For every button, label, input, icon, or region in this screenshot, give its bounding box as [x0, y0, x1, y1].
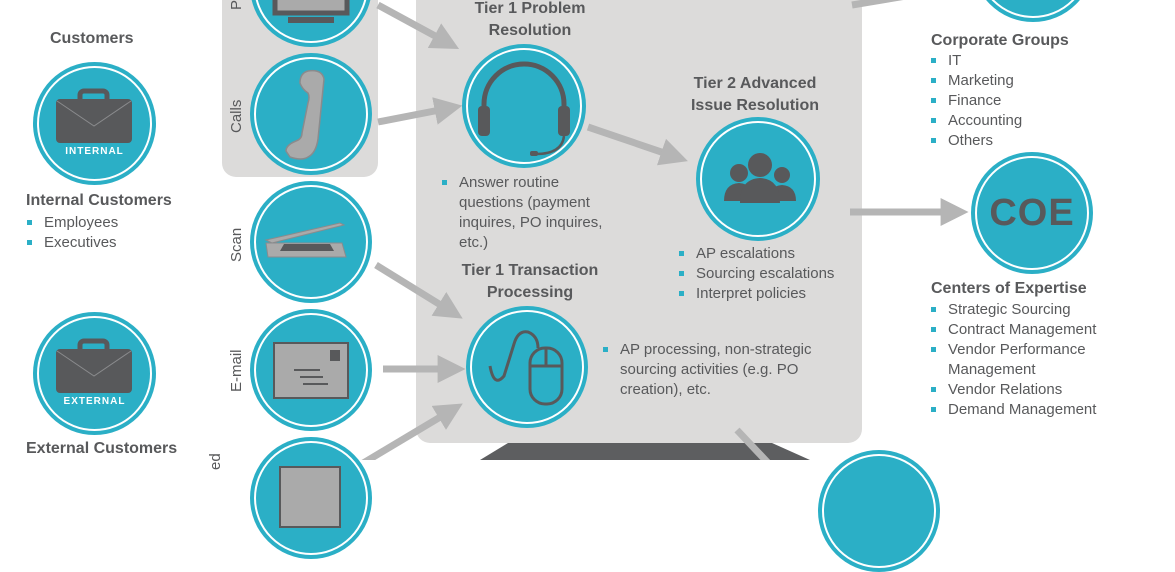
tier1-transaction-bullets: AP processing, non-strategic sourcing ac… [598, 340, 848, 400]
tier2-title: Tier 2 Advanced Issue Resolution [670, 73, 840, 117]
scanner-icon [264, 222, 347, 258]
channel-label-calls: Calls [228, 99, 245, 133]
coe-badge-label: COE [989, 191, 1075, 234]
phone-icon [285, 69, 325, 160]
tier1-problem-bullets: Answer routine questions (payment inquir… [437, 173, 617, 253]
channel-label-scan: Scan [228, 227, 245, 262]
tier1-transaction-title: Tier 1 Transaction Processing [440, 260, 620, 304]
channel-calls[interactable] [250, 53, 372, 175]
channel-other[interactable] [250, 437, 372, 559]
list-item: Strategic Sourcing [926, 300, 1126, 320]
arrow-portal-to-tier1 [376, 1, 460, 50]
coe-list: Strategic Sourcing Contract Management V… [926, 300, 1126, 420]
channel-label-other: ed [207, 453, 224, 470]
monitor-icon [272, 0, 350, 23]
arrow-calls-to-tier1 [377, 97, 463, 126]
tier1-problem-node[interactable] [462, 44, 586, 168]
list-item: Vendor Performance Management [926, 340, 1126, 380]
list-item: Sourcing escalations [674, 264, 864, 284]
customers-title: Customers [50, 30, 134, 47]
tier1-problem-title-line1: Tier 1 Problem [474, 0, 586, 17]
tier2-bullets: AP escalations Sourcing escalations Inte… [674, 244, 864, 304]
corporate-groups-heading: Corporate Groups [931, 32, 1069, 49]
list-item: AP processing, non-strategic sourcing ac… [598, 340, 848, 400]
arrow-to-corporate [851, 0, 904, 9]
coe-node[interactable]: COE [971, 152, 1093, 274]
coe-heading: Centers of Expertise [931, 280, 1087, 297]
mouse-icon [488, 330, 564, 406]
people-icon [724, 153, 796, 203]
envelope-icon [273, 342, 349, 399]
headset-icon [478, 61, 570, 156]
arrow-to-bottom-right [734, 427, 771, 460]
channel-label-email: E-mail [228, 349, 245, 392]
list-item: Marketing [926, 71, 1126, 91]
channel-portal[interactable] [250, 0, 372, 47]
tier1-problem-title-line2: Resolution [488, 22, 572, 39]
list-item: Executives [22, 233, 118, 253]
list-item: Demand Management [926, 400, 1126, 420]
flow-arrows [361, 0, 969, 460]
list-item: Interpret policies [674, 284, 864, 304]
list-item: Vendor Relations [926, 380, 1126, 400]
arrow-tier1-to-tier2 [586, 123, 688, 166]
channel-email[interactable] [250, 309, 372, 431]
tier2-title-line1: Tier 2 Advanced [693, 75, 817, 92]
internal-badge-label: INTERNAL [65, 146, 124, 157]
arrow-scan-to-transaction [374, 262, 463, 319]
list-item: Accounting [926, 111, 1126, 131]
arrow-doc-to-transaction [361, 403, 463, 460]
tier1-problem-title: Tier 1 Problem Resolution [445, 0, 615, 42]
platform-base [480, 443, 810, 460]
list-item: Answer routine questions (payment inquir… [437, 173, 617, 253]
list-item: Finance [926, 91, 1126, 111]
external-customer-badge: EXTERNAL [33, 312, 156, 435]
document-icon [279, 466, 341, 528]
list-item: Employees [22, 213, 118, 233]
bottom-right-node[interactable] [818, 450, 940, 572]
internal-customers-heading: Internal Customers [26, 192, 172, 209]
list-item: Others [926, 131, 1126, 151]
tier2-node[interactable] [696, 117, 820, 241]
list-item: AP escalations [674, 244, 864, 264]
tier1-transaction-node[interactable] [466, 306, 588, 428]
list-item: Contract Management [926, 320, 1126, 340]
channel-scan[interactable] [250, 181, 372, 303]
external-customers-heading: External Customers [26, 440, 178, 457]
corporate-groups-list: IT Marketing Finance Accounting Others [926, 51, 1126, 151]
briefcase-icon [56, 88, 132, 143]
tier1-transaction-title-line1: Tier 1 Transaction [461, 262, 599, 279]
internal-customer-badge: INTERNAL [33, 62, 156, 185]
tier1-transaction-title-line2: Processing [486, 284, 574, 301]
tier2-title-line2: Issue Resolution [690, 97, 820, 114]
internal-customers-list: Employees Executives [22, 213, 118, 253]
external-badge-label: EXTERNAL [63, 396, 126, 407]
channel-label-portal: P [228, 0, 245, 10]
briefcase-icon [56, 338, 132, 393]
list-item: IT [926, 51, 1126, 71]
